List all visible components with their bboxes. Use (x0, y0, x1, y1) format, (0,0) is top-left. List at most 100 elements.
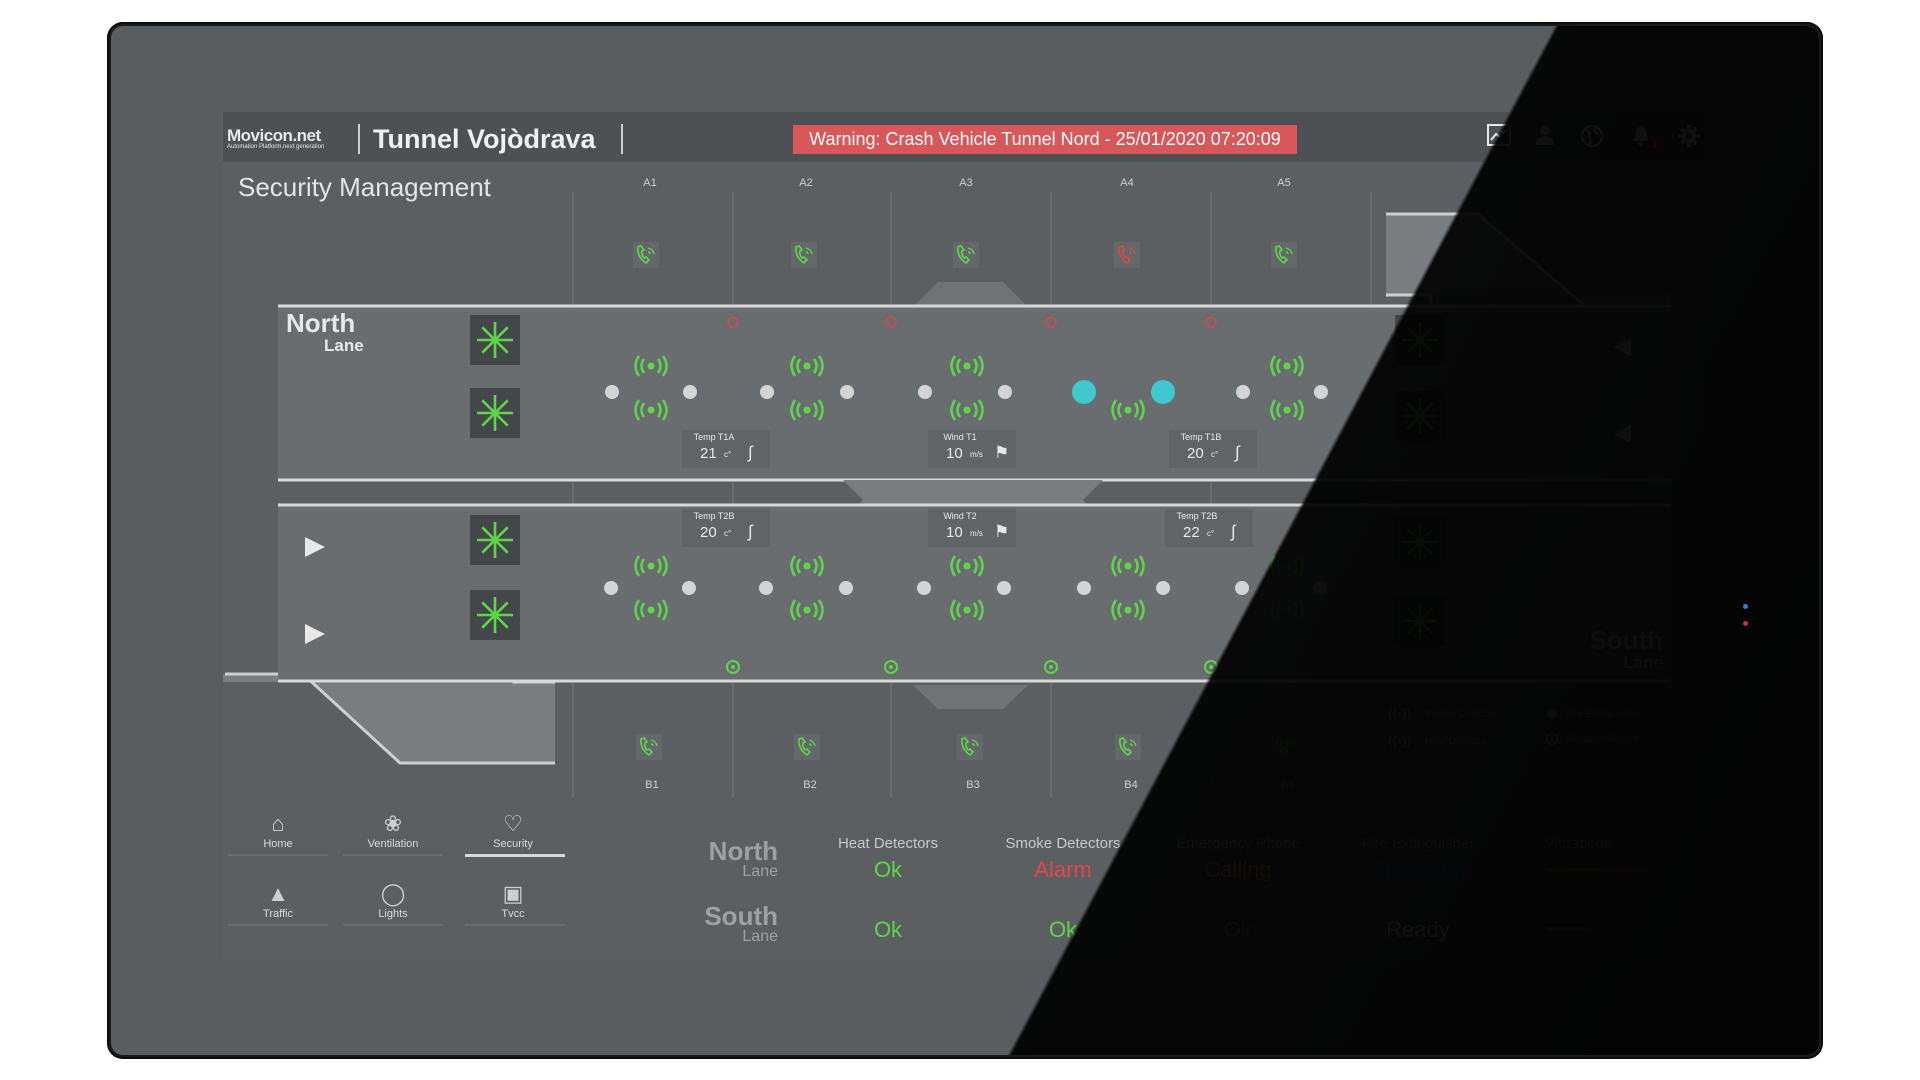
lane-name: South (704, 901, 778, 931)
sensor-value: 20 (1187, 445, 1204, 462)
jet-fan-icon[interactable] (1395, 391, 1445, 441)
legend-smoke: Smoke Detector (1425, 709, 1497, 720)
lane-sub: Lane (324, 336, 364, 355)
jet-fan-icon[interactable] (470, 315, 520, 365)
thermometer-icon: ∫ (748, 443, 753, 462)
north-fire-status: Sprinkling (1369, 857, 1467, 882)
nav-security[interactable]: ♡ Security (463, 810, 563, 850)
section-label-bottom: B2 (803, 779, 817, 791)
section-label-top: A1 (643, 177, 657, 189)
emergency-phone-icon[interactable] (1269, 240, 1299, 270)
emergency-phone-icon[interactable] (1113, 732, 1143, 762)
sensor-unit: m/s (970, 529, 983, 538)
smoke-detector-icon[interactable] (1108, 598, 1148, 622)
nav-ventilation[interactable]: ❀ Ventilation (343, 810, 443, 850)
smoke-detector-icon[interactable] (947, 398, 987, 422)
bulb-icon: ◯ (380, 881, 406, 906)
jet-fan-icon[interactable] (470, 590, 520, 640)
wind-sensor-t1[interactable]: Wind T1 10 m/s ⚑ (928, 430, 1016, 468)
south-smoke-status: Ok (1048, 917, 1078, 942)
smoke-detector-icon[interactable] (631, 398, 671, 422)
emergency-phone-icon[interactable] (634, 732, 664, 762)
north-heat-status: Ok (873, 857, 903, 882)
smoke-detector-icon[interactable] (787, 398, 827, 422)
jet-fan-icon[interactable] (470, 388, 520, 438)
section-label-bottom: B4 (1124, 779, 1138, 791)
ramp-bottom-left (223, 674, 555, 763)
section-label-bottom: B3 (966, 779, 980, 791)
smoke-detector-icon[interactable] (631, 554, 671, 578)
smoke-detector-icon[interactable] (1267, 354, 1307, 378)
tab-underline-active (465, 854, 565, 857)
nav-home[interactable]: ⌂ Home (228, 810, 328, 850)
north-smoke-status: Alarm (1034, 857, 1092, 882)
smoke-detector-icon[interactable] (947, 554, 987, 578)
nav-label: Lights (378, 908, 408, 920)
legend-heat: Heat Detector (1425, 736, 1487, 747)
emergency-phone-icon[interactable] (789, 240, 819, 270)
sensor-value: 10 (946, 445, 963, 462)
lane-name: North (708, 836, 778, 866)
emergency-phone-calling-icon[interactable] (1112, 240, 1142, 270)
cone-icon: ▲ (267, 881, 289, 906)
sensor-unit: c° (724, 450, 732, 459)
north-vibration-bar (1546, 868, 1650, 872)
camera-icon: ▣ (502, 881, 524, 906)
lane-sub: Lane (1623, 653, 1663, 672)
smoke-detector-icon[interactable] (1267, 598, 1307, 622)
smoke-detector-icon[interactable] (1267, 554, 1307, 578)
wind-icon: ⚑ (994, 443, 1010, 462)
smoke-detector-icon[interactable] (947, 598, 987, 622)
smoke-detector-icon[interactable] (787, 598, 827, 622)
emergency-phone-icon[interactable] (631, 240, 661, 270)
sensor-unit: m/s (970, 450, 983, 459)
sensor-value: 22 (1183, 524, 1200, 541)
jet-fan-icon[interactable] (1395, 596, 1445, 646)
south-fire-status: Ready (1386, 917, 1450, 942)
south-vibration-bar (1546, 927, 1588, 931)
nav-label: Ventilation (367, 838, 419, 850)
south-lane-title: South Lane (1563, 626, 1663, 671)
nav-traffic[interactable]: ▲ Traffic (228, 880, 328, 920)
smoke-detector-icon[interactable] (1108, 398, 1148, 422)
nav-lights[interactable]: ◯ Lights (343, 880, 443, 920)
wind-sensor-t2[interactable]: Wind T2 10 m/s ⚑ (928, 509, 1016, 547)
emergency-phone-icon[interactable] (792, 732, 822, 762)
temp-sensor-t2b[interactable]: Temp T2B 20 c° ∫ (682, 509, 770, 547)
smoke-detector-icon[interactable] (1267, 398, 1307, 422)
temp-sensor-t1a[interactable]: Temp T1A 21 c° ∫ (682, 430, 770, 468)
smoke-detector-icon[interactable] (631, 598, 671, 622)
emergency-phone-icon[interactable] (955, 732, 985, 762)
section-label-bottom: B5 (1281, 779, 1295, 791)
emergency-phone-icon[interactable] (1270, 732, 1300, 762)
jet-fan-icon[interactable] (470, 515, 520, 565)
nav-label: Home (263, 838, 293, 850)
jet-fan-icon[interactable] (1395, 517, 1445, 567)
tab-underline (343, 924, 443, 926)
jet-fan-icon[interactable] (1395, 315, 1445, 365)
section-label-top: A3 (959, 177, 973, 189)
sensor-label: Wind T2 (943, 511, 977, 521)
col-vibrations: Vibrations (1544, 835, 1612, 852)
smoke-detector-icon[interactable] (947, 354, 987, 378)
section-label-top: A2 (799, 177, 813, 189)
temp-sensor-t2b[interactable]: Temp T2B 22 c° ∫ (1165, 509, 1253, 547)
nav-tvcc[interactable]: ▣ Tvcc (463, 880, 563, 920)
smoke-detector-legend-icon: ((·)) (1388, 705, 1412, 721)
sensor-unit: c° (1211, 450, 1219, 459)
nav-label: Tvcc (501, 908, 525, 920)
summary-north-lane: North Lane (663, 836, 778, 880)
status-led-blue (1743, 604, 1748, 609)
north-phone-status: Calling (1204, 857, 1272, 882)
tab-underline (343, 854, 443, 856)
sensor-value: 20 (700, 524, 717, 541)
smoke-detector-icon[interactable] (787, 554, 827, 578)
smoke-detector-icon[interactable] (631, 354, 671, 378)
col-smoke-detectors: Smoke Detectors (1005, 835, 1121, 852)
emergency-phone-icon[interactable] (951, 240, 981, 270)
section-label-bottom: B1 (645, 779, 659, 791)
temp-sensor-t1b[interactable]: Temp T1B 20 c° ∫ (1169, 430, 1257, 468)
section-label-top: A4 (1120, 177, 1134, 189)
smoke-detector-icon[interactable] (787, 354, 827, 378)
smoke-detector-icon[interactable] (1108, 554, 1148, 578)
